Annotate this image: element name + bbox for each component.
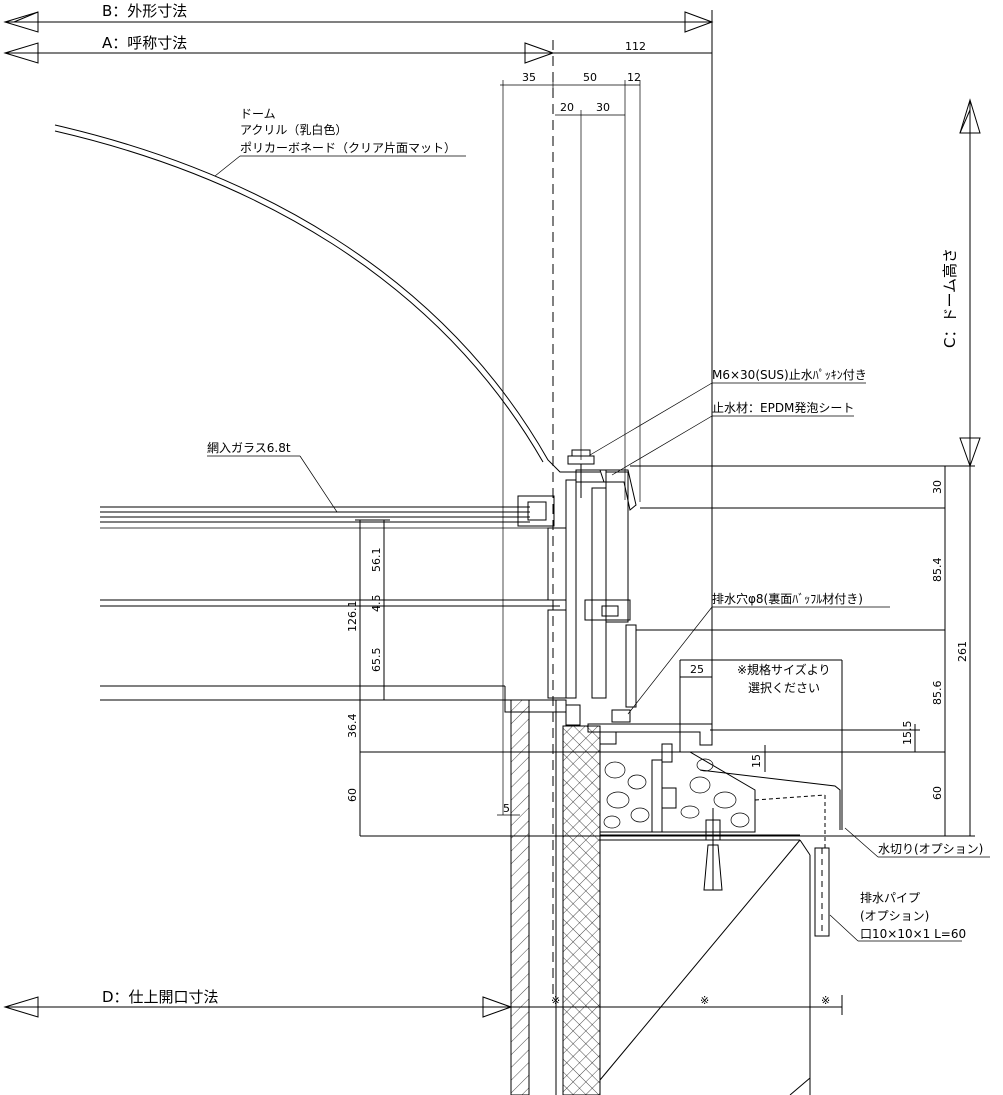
label-wired-glass: 網入ガラス6.8t — [207, 441, 291, 455]
label-c-dome-height: C：ドーム高さ — [941, 248, 959, 348]
dim-30: 30 — [596, 101, 610, 114]
dim-112: 112 — [625, 40, 646, 53]
dim-line-d — [3, 995, 843, 1018]
label-dome-mat2: ポリカーボネード（クリア片面マット） — [240, 141, 456, 155]
mark-1: ※ — [551, 994, 560, 1007]
dim-l-56-1: 56.1 — [370, 548, 383, 573]
mark-3: ※ — [821, 994, 830, 1007]
dim-r-30: 30 — [931, 480, 944, 494]
dim-50: 50 — [583, 71, 597, 84]
wall-section — [510, 699, 601, 1095]
dim-right — [360, 465, 975, 837]
label-pipe-3: 口10×10×1 L=60 — [860, 927, 966, 941]
flashing — [699, 769, 841, 850]
dim-l-126-1: 126.1 — [346, 601, 359, 633]
dome-curve — [54, 124, 600, 473]
dim-l-60: 60 — [346, 788, 359, 802]
label-flashing: 水切り(オプション) — [878, 842, 983, 856]
label-dome: ドーム — [240, 107, 276, 121]
label-pipe-2: (オプション) — [860, 909, 929, 923]
label-bolt: M6×30(SUS)止水ﾊﾟｯｷﾝ付き — [712, 368, 867, 382]
label-pipe-1: 排水パイプ — [860, 891, 920, 905]
dim-r-261: 261 — [956, 641, 969, 662]
dim-r-85-6: 85.6 — [931, 681, 944, 706]
drain-pipe — [814, 847, 830, 937]
label-seal: 止水材：EPDM発泡シート — [712, 401, 854, 415]
dim-line-a — [3, 40, 712, 1000]
label-b-outer: B：外形寸法 — [102, 2, 187, 20]
label-dome-mat1: アクリル（乳白色） — [240, 122, 347, 137]
dim-left — [355, 519, 520, 836]
dim-r-85-4: 85.4 — [931, 558, 944, 583]
note-spec-1: ※規格サイズより — [737, 662, 830, 677]
dim-l-5: 5 — [503, 802, 510, 815]
slab — [599, 834, 811, 1095]
bolt-top — [567, 449, 595, 498]
dim-l-65-5: 65.5 — [370, 648, 383, 673]
label-drain-hole: 排水穴φ8(裏面ﾊﾞｯﾌﾙ材付き) — [712, 591, 863, 606]
dim-r-60: 60 — [931, 786, 944, 800]
mark-2: ※ — [700, 994, 709, 1007]
dim-35: 35 — [522, 71, 536, 84]
label-d-finish-opening: D：仕上開口寸法 — [102, 988, 219, 1006]
dim-mid — [679, 659, 843, 830]
dim-l-4-5: 4.5 — [370, 595, 383, 613]
anchor-bolt — [703, 808, 723, 891]
dim-line-b — [3, 10, 714, 730]
dim-line-c — [959, 98, 981, 468]
frame-profile — [504, 469, 713, 763]
note-spec-2: 選択ください — [748, 681, 820, 695]
label-a-nominal: A：呼称寸法 — [102, 34, 187, 52]
dim-r-15-5: 15.5 — [901, 721, 914, 746]
wired-glass — [100, 506, 555, 529]
dim-sub-top — [500, 80, 641, 815]
dim-12: 12 — [627, 71, 641, 84]
frame-lines — [100, 599, 560, 701]
dim-20: 20 — [560, 101, 574, 114]
dim-l-36-4: 36.4 — [346, 714, 359, 739]
stone-fill — [599, 751, 756, 833]
dim-15: 15 — [750, 754, 763, 768]
dim-25: 25 — [690, 663, 704, 676]
